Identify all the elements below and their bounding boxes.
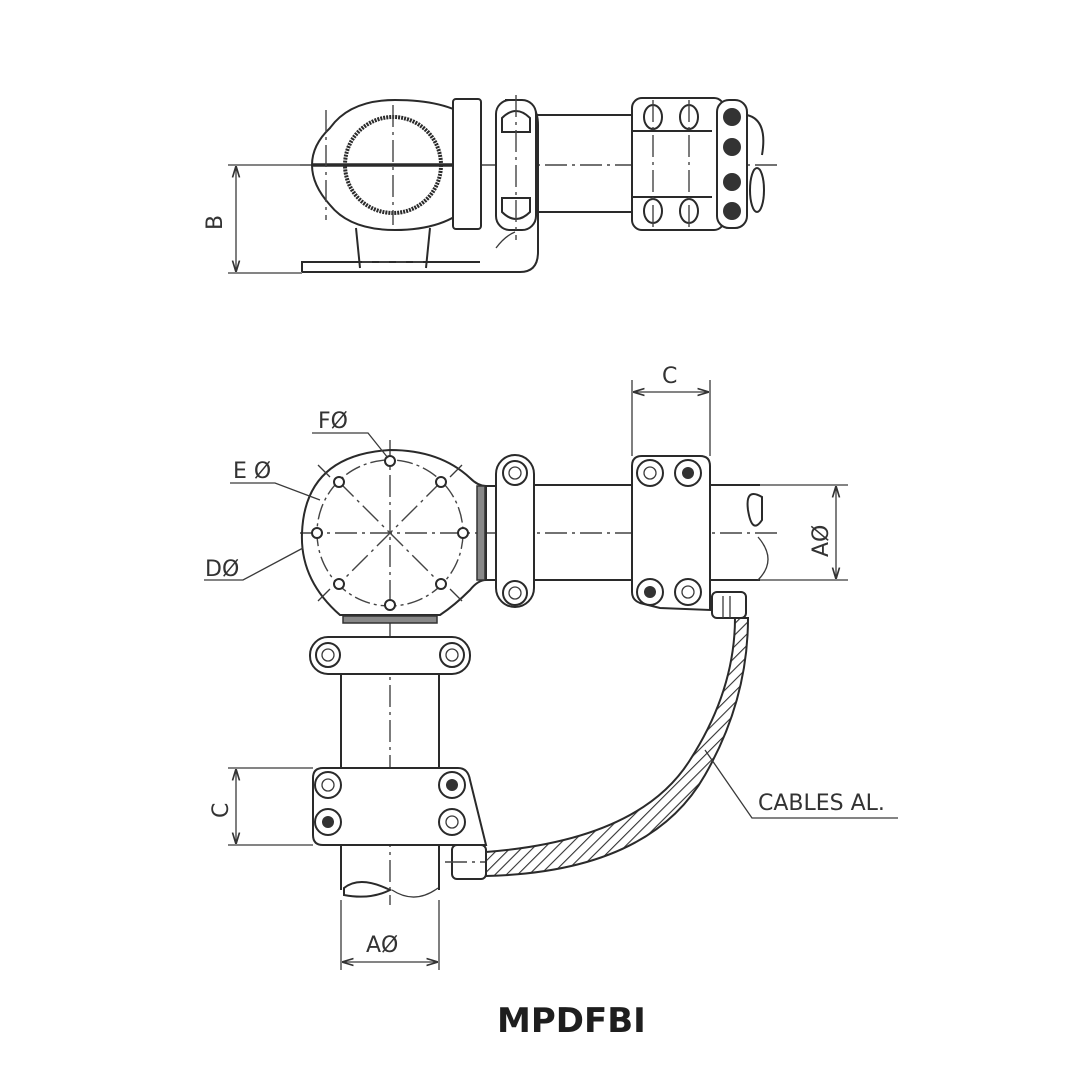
cables-leader: [704, 749, 898, 819]
top-view: B: [203, 95, 780, 274]
tube-break-icon: [343, 881, 393, 898]
bolt-head-icon: [723, 138, 741, 156]
bolt-hole-icon: [384, 599, 396, 611]
bolt-hole-icon: [333, 578, 345, 590]
bolt-hole-icon: [311, 527, 323, 539]
label-a-right: AØ: [809, 525, 834, 557]
label-d: DØ: [205, 557, 239, 582]
cable-lug-right: [711, 591, 747, 619]
bolt-head-icon: [723, 202, 741, 220]
drawing-title: MPDFBI: [497, 1001, 646, 1041]
bolt-hole-icon: [457, 527, 469, 539]
clamp-small-right: [495, 454, 535, 608]
tube-break-icon: [746, 493, 763, 527]
bolt-hole-icon: [435, 578, 447, 590]
label-f: FØ: [318, 409, 348, 434]
clamp-right: [631, 455, 711, 612]
label-a-bottom: AØ: [366, 933, 398, 958]
cable-braid: [485, 617, 750, 878]
label-c-top: C: [662, 364, 677, 389]
spacer-block: [452, 98, 482, 230]
right-clamp-top-view: [631, 97, 725, 231]
label-cables: CABLES AL.: [758, 791, 885, 816]
label-e: E Ø: [233, 459, 271, 484]
bolt-holes: [311, 455, 469, 611]
bolt-hole-icon: [333, 476, 345, 488]
label-b: B: [203, 215, 228, 230]
label-c-left: C: [209, 803, 234, 818]
tube-break-icon: [749, 167, 765, 213]
bolt-head-icon: [723, 173, 741, 191]
bolt-head-icon: [723, 108, 741, 126]
clamp-small-lower: [309, 636, 471, 675]
front-view: CABLES AL. FØ E Ø DØ C AØ C AØ: [204, 364, 898, 970]
flange-body: [300, 448, 487, 616]
bolt-hole-icon: [435, 476, 447, 488]
bolt-hole-icon: [384, 455, 396, 467]
